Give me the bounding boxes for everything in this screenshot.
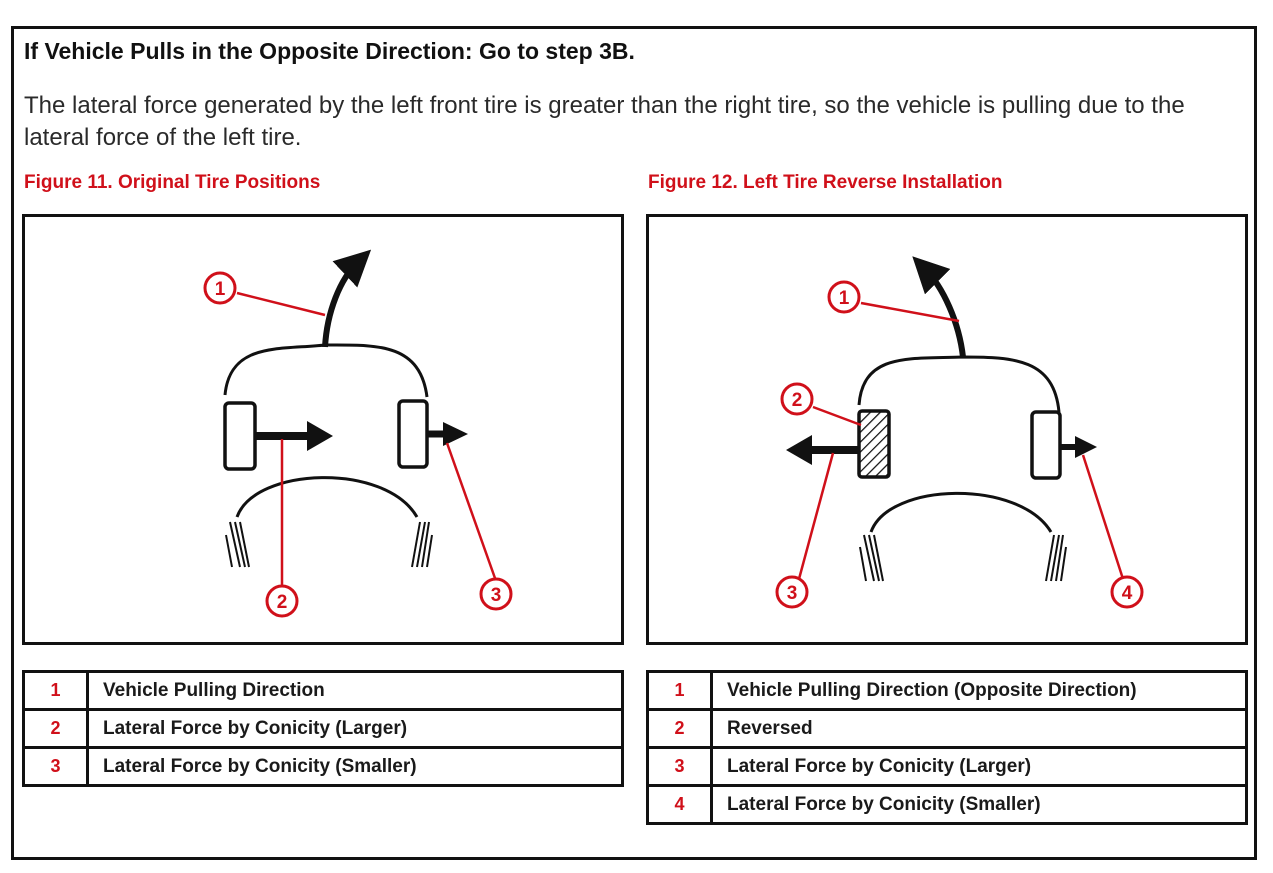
right-tire — [397, 399, 429, 469]
pull-direction-arrow — [912, 256, 966, 358]
callout-circle-2 — [780, 382, 814, 416]
legend-number: 1 — [646, 670, 713, 711]
callout-label-2: 2 — [277, 592, 288, 613]
callout-label-3: 3 — [491, 585, 502, 606]
table-row: 1 Vehicle Pulling Direction — [22, 670, 624, 711]
pull-direction-arrow — [322, 249, 372, 348]
legend-number: 2 — [646, 708, 713, 749]
vehicle-front-body — [223, 343, 429, 398]
callout-circle-1 — [203, 271, 237, 305]
legend-description: Lateral Force by Conicity (Smaller) — [86, 746, 624, 787]
callout-label-4: 4 — [1122, 583, 1133, 604]
legend-description: Lateral Force by Conicity (Larger) — [86, 708, 624, 749]
explanation-paragraph: The lateral force generated by the left … — [24, 92, 1185, 151]
table-row: 1 Vehicle Pulling Direction (Opposite Di… — [646, 670, 1248, 711]
figure-11-svg: 1 2 3 — [203, 249, 513, 618]
leader-3 — [445, 442, 498, 582]
callout-circle-1 — [827, 280, 861, 314]
wheel-well — [869, 491, 1053, 533]
section-heading: If Vehicle Pulls in the Opposite Directi… — [24, 38, 635, 64]
hatch-right — [411, 521, 433, 568]
table-row: 4 Lateral Force by Conicity (Smaller) — [646, 784, 1248, 825]
legend-description: Lateral Force by Conicity (Smaller) — [710, 784, 1248, 825]
right-tire — [1030, 410, 1062, 480]
table-row: 3 Lateral Force by Conicity (Larger) — [646, 746, 1248, 787]
table-row: 3 Lateral Force by Conicity (Smaller) — [22, 746, 624, 787]
legend-number: 3 — [646, 746, 713, 787]
left-tire — [223, 401, 257, 471]
figure-12-diagram: 1 2 3 4 — [646, 214, 1248, 645]
table-row: 2 Reversed — [646, 708, 1248, 749]
vehicle-front-body — [857, 355, 1061, 413]
leader-1 — [860, 301, 960, 323]
reversed-left-tire — [857, 409, 891, 479]
wheel-well — [235, 476, 419, 518]
callout-circle-4 — [1110, 575, 1144, 609]
legend-number: 3 — [22, 746, 89, 787]
callout-label-1: 1 — [839, 288, 850, 309]
table-row: 2 Lateral Force by Conicity (Larger) — [22, 708, 624, 749]
hatch-left — [859, 534, 884, 582]
legend-number: 1 — [22, 670, 89, 711]
legend-description: Vehicle Pulling Direction — [86, 670, 624, 711]
figure-12-title: Figure 12. Left Tire Reverse Installatio… — [648, 172, 1003, 193]
legend-description: Vehicle Pulling Direction (Opposite Dire… — [710, 670, 1248, 711]
leader-2 — [812, 405, 862, 427]
leader-1 — [236, 291, 326, 317]
legend-number: 4 — [646, 784, 713, 825]
callout-circle-3 — [479, 577, 513, 611]
legend-description: Reversed — [710, 708, 1248, 749]
callout-circle-3 — [775, 575, 809, 609]
figure-11-title: Figure 11. Original Tire Positions — [24, 172, 321, 193]
figure-11-diagram: 1 2 3 — [22, 214, 624, 645]
legend-number: 2 — [22, 708, 89, 749]
figure-11-legend-table: 1 Vehicle Pulling Direction 2 Lateral Fo… — [22, 670, 624, 787]
hatch-right — [1045, 534, 1067, 582]
hatch-left — [225, 521, 250, 568]
callout-circle-2 — [265, 584, 299, 618]
callout-label-3: 3 — [787, 583, 798, 604]
callout-label-1: 1 — [215, 279, 226, 300]
callout-label-2: 2 — [792, 390, 803, 411]
figure-12-svg: 1 2 3 4 — [775, 256, 1144, 609]
figure-12-legend-table: 1 Vehicle Pulling Direction (Opposite Di… — [646, 670, 1248, 825]
leader-4 — [1081, 454, 1125, 580]
document-frame — [11, 26, 1257, 860]
legend-description: Lateral Force by Conicity (Larger) — [710, 746, 1248, 787]
leader-3 — [797, 452, 835, 580]
